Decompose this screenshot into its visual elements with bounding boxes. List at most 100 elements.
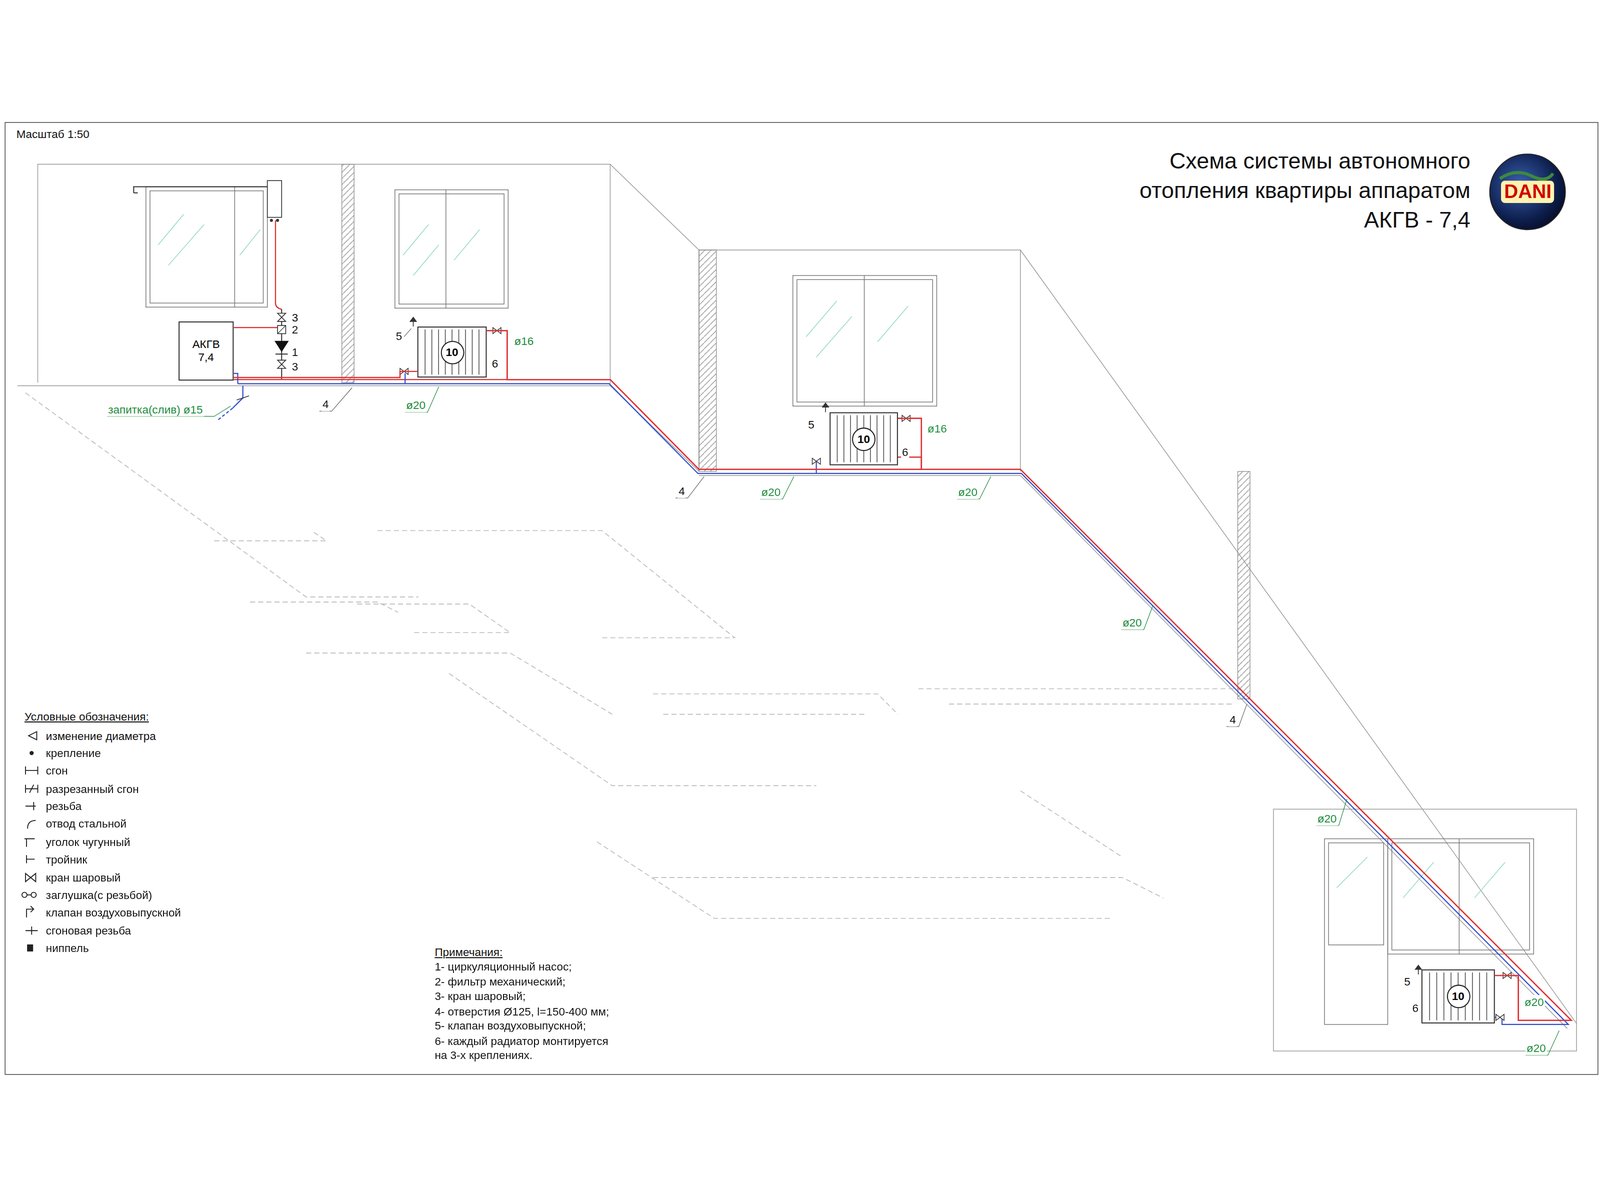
line-shape (168, 224, 204, 266)
rect-shape (1273, 809, 1577, 1051)
polyline-shape (653, 694, 898, 715)
pipe-size: ø16 (513, 333, 535, 348)
supply-pipe (898, 457, 1572, 1021)
line-shape (158, 214, 184, 245)
line-shape (445, 190, 446, 309)
g-shape (158, 214, 1505, 898)
polyline-shape (449, 673, 817, 786)
legend-text: сгон (45, 763, 69, 778)
pipe-size: ø20 (760, 484, 782, 499)
rect-shape (27, 945, 33, 951)
path-shape (25, 926, 38, 935)
circle-shape (270, 219, 273, 222)
polyline-shape (653, 877, 1163, 898)
polyline-shape (405, 386, 439, 412)
path-shape (25, 873, 36, 882)
polyline-shape (217, 408, 233, 420)
boiler-box: АКГВ 7,4 (178, 321, 234, 381)
polyline-shape (238, 383, 1569, 1025)
rect-shape (1324, 839, 1388, 1025)
polyline-shape (306, 653, 612, 714)
pipe-size: ø20 (405, 398, 427, 413)
line-shape (1336, 857, 1367, 888)
line-shape (454, 229, 480, 260)
g-shape (410, 317, 1421, 975)
fin-line (1486, 972, 1487, 1021)
callout-number: 4 (1228, 712, 1237, 727)
fin-line (1443, 972, 1444, 1021)
fin-line (1429, 972, 1430, 1021)
polyline-shape (404, 373, 406, 384)
callout-number: 3 (291, 359, 300, 374)
path-shape (133, 186, 267, 193)
pipe-size: ø20 (1525, 1041, 1547, 1056)
g-shape (22, 731, 38, 951)
circle-shape (1490, 154, 1566, 230)
polyline-shape (898, 418, 922, 470)
fin-line (438, 329, 439, 375)
polyline-shape (816, 461, 817, 473)
polyline-shape (486, 330, 507, 380)
callout-number: 5 (807, 417, 816, 432)
path-shape (822, 403, 829, 407)
pipe-size: запитка(слив) ø15 (107, 402, 204, 417)
fin-line (431, 329, 432, 375)
rect-shape (395, 190, 509, 309)
legend-text: сгоновая резьба (45, 923, 132, 938)
circle-shape (22, 892, 27, 898)
note-line: 4- отверстия Ø125, l=150-400 мм; (433, 1004, 610, 1019)
note-line: 3- кран шаровый; (433, 989, 527, 1004)
line-shape (1020, 250, 1577, 1024)
rect-shape (399, 194, 504, 304)
fin-line (425, 329, 426, 375)
fin-line (1436, 972, 1437, 1021)
callout-number: 5 (1403, 974, 1412, 989)
legend-text: изменение диаметра (45, 728, 157, 743)
callout-number: 6 (901, 445, 910, 460)
legend-text: разрезанный сгон (45, 781, 140, 796)
line-shape (1459, 839, 1460, 955)
polyline-shape (38, 164, 611, 386)
rect-shape (146, 186, 268, 307)
path-shape (26, 855, 35, 863)
line-shape (236, 396, 249, 400)
fin-line (465, 329, 466, 375)
polyline-shape (1121, 605, 1153, 630)
path-shape (277, 360, 286, 368)
polyline-shape (233, 373, 238, 384)
polyline-shape (25, 393, 419, 597)
note-line: 2- фильтр механический; (433, 974, 567, 989)
note-line: 1- циркуляционный насос; (433, 959, 573, 974)
line-shape (277, 325, 286, 334)
unit-name: АКГВ 7,4 (184, 338, 228, 365)
note-line: 5- клапан воздуховыпускной; (433, 1018, 587, 1033)
note-line: 6- каждый радиатор монтируется на 3-х кр… (433, 1033, 625, 1062)
supply-pipe (486, 330, 921, 470)
radiator: 10 (1421, 969, 1495, 1024)
path-shape (277, 313, 286, 322)
callout-number: 10 (440, 340, 464, 364)
g-shape (107, 386, 1559, 1055)
polyline-shape (760, 476, 794, 499)
fin-line (837, 415, 838, 463)
polyline-shape (1226, 704, 1247, 727)
fin-line (472, 329, 473, 375)
path-shape (133, 192, 138, 194)
fin-line (1472, 972, 1473, 1021)
line-shape (275, 353, 288, 355)
legend-text: тройник (45, 852, 89, 867)
g-shape (319, 328, 1247, 727)
radiator: 10 (417, 326, 487, 378)
radiator: 10 (829, 412, 898, 465)
circle-shape (30, 751, 34, 755)
callout-number: 2 (291, 322, 300, 337)
rect-shape (277, 325, 286, 334)
rect-shape (267, 180, 282, 217)
polyline-shape (597, 842, 1113, 919)
callout-number: 1 (291, 345, 300, 360)
line-shape (806, 301, 837, 337)
callout-number: 10 (1446, 984, 1470, 1008)
legend-text: ниппель (45, 941, 90, 956)
legend-text: отвод стальной (45, 816, 128, 831)
polyline-shape (957, 476, 991, 499)
